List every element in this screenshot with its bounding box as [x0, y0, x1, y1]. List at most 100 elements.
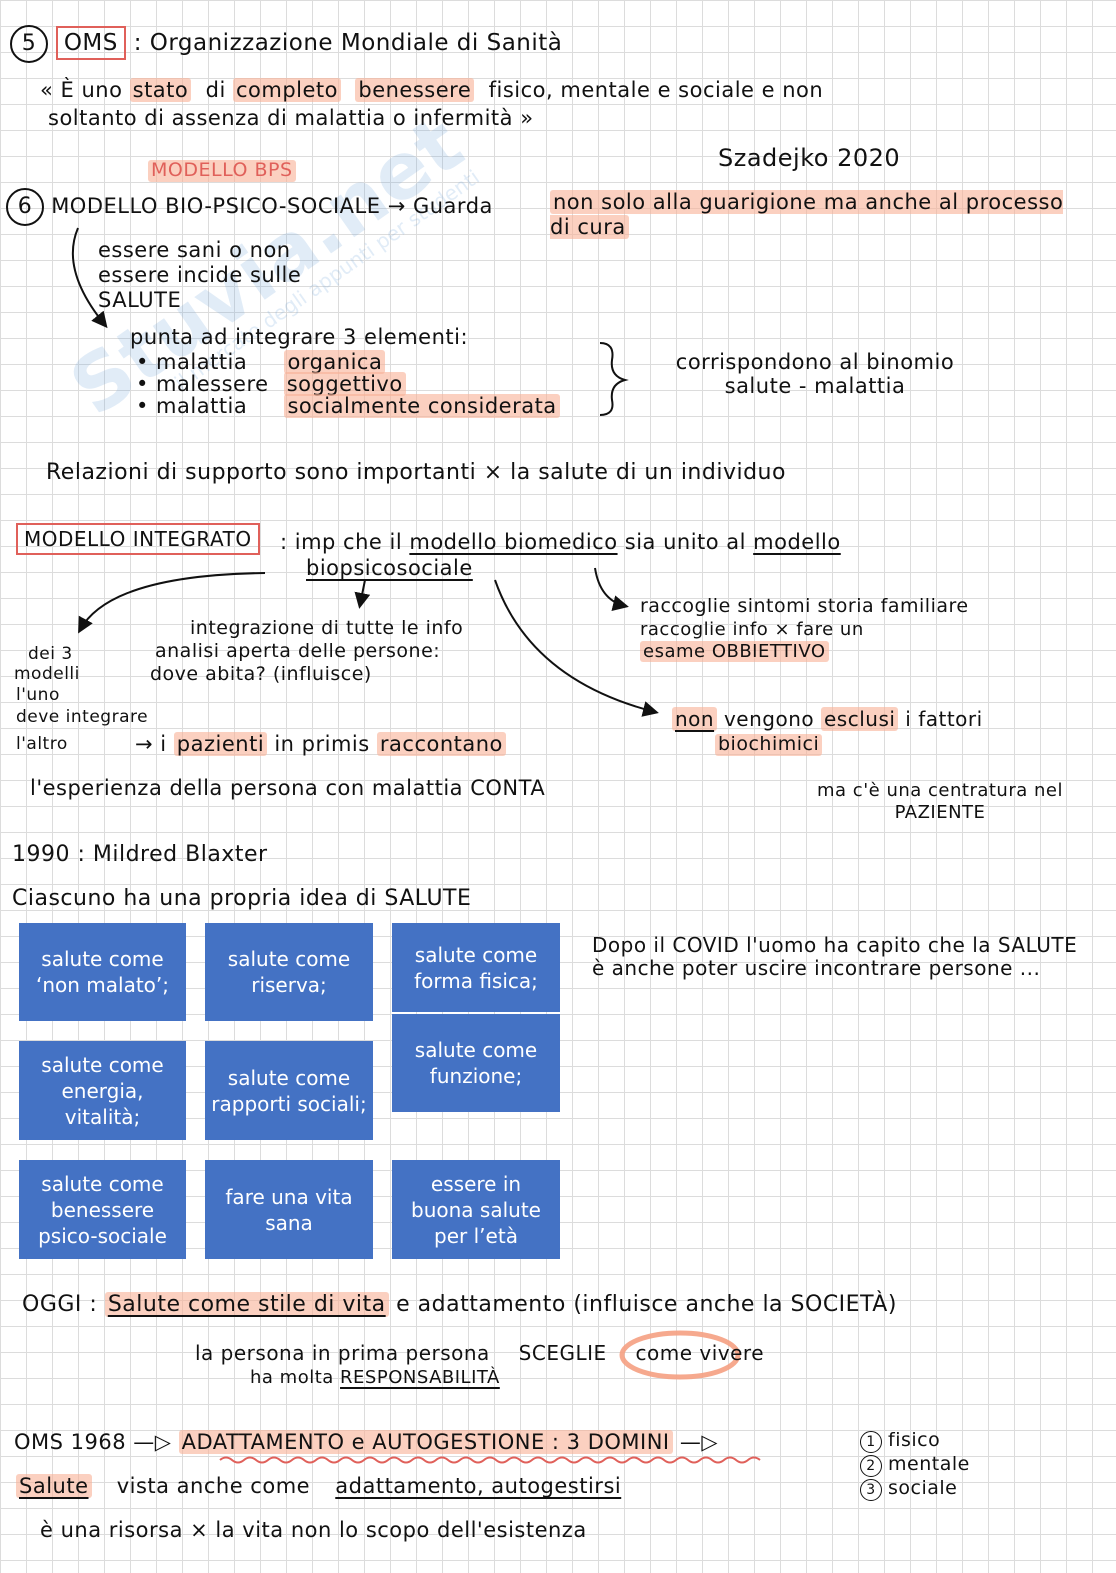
item-label: • malattia [136, 350, 248, 374]
esclusi-highlight: esclusi [820, 707, 899, 731]
quote-highlight: stato [129, 78, 192, 102]
oms1968-highlight: ADATTAMENTO e AUTOGESTIONE : 3 DOMINI [178, 1430, 673, 1454]
arrow-integ-excl [494, 579, 659, 717]
adattamento-underlined: adattamento, autogestirsi [335, 1474, 622, 1498]
bps-highlight-text: non solo alla guarigione ma anche al pro… [550, 190, 1064, 240]
integ-pazienti: → i pazienti in primis raccontano [135, 732, 506, 756]
integ-underlined: modello [753, 530, 841, 554]
oms-quote-line1: « È uno stato di completo benessere fisi… [40, 78, 823, 102]
blaxter-year: 1990 : Mildred Blaxter [12, 842, 268, 867]
integ-biochimici: biochimici [715, 733, 823, 756]
blaxter-tile: salute come benessere psico-sociale [19, 1160, 186, 1259]
bps-heading: 6 MODELLO BIO-PSICO-SOCIALE → Guarda [6, 188, 493, 226]
domain-label: fisico [888, 1429, 941, 1451]
sceglie-ring [619, 1330, 741, 1380]
integ-part: : imp che il [280, 530, 403, 554]
item-highlight: organica [284, 350, 386, 374]
integ-left-3: l'uno [16, 685, 60, 705]
bps-item-3: • malattia socialmente considerata [136, 394, 560, 418]
domain-number: 3 [860, 1479, 882, 1501]
section-number: 6 [6, 188, 44, 226]
integ-mid-3: dove abita? (influisce) [150, 663, 372, 685]
integ-right-3: esame OBBIETTIVO [640, 641, 829, 663]
covid-note: Dopo il COVID l'uomo ha capito che la SA… [592, 933, 1078, 980]
integ-part: i fattori [905, 707, 983, 731]
bps-tag: MODELLO BPS [148, 159, 296, 182]
bps-highlight: non solo alla guarigione ma anche al pro… [550, 190, 1090, 240]
item-highlight: soggettivo [283, 372, 406, 396]
responsabilita-word: RESPONSABILITÀ [340, 1367, 500, 1388]
domain-1: 1 fisico [860, 1429, 941, 1453]
oms1968-salute: Salute vista anche come adattamento, aut… [16, 1474, 621, 1498]
integ-part: sia unito al [624, 530, 746, 554]
quote-part: di [205, 78, 226, 102]
bps-title: MODELLO BIO-PSICO-SOCIALE [51, 194, 381, 218]
arrow-integ-right [594, 567, 629, 611]
integ-experience: l'esperienza della persona con malattia … [30, 776, 546, 800]
integ-mid-1: integrazione di tutte le info [190, 617, 464, 639]
bps-arrow: → Guarda [387, 194, 493, 218]
arrow: —▷ [679, 1430, 718, 1454]
quote-highlight: benessere [355, 78, 475, 102]
oggi-rest: e adattamento (influisce anche la SOCIET… [396, 1292, 897, 1317]
blaxter-tile: salute come energia, vitalità; [19, 1041, 186, 1140]
arrow-integ-left [78, 572, 266, 634]
quote-part: « È uno [40, 78, 123, 102]
domain-label: mentale [888, 1453, 970, 1475]
oggi-part: la persona in prima persona [195, 1341, 490, 1365]
bps-aim: punta ad integrare 3 elementi: [130, 325, 469, 349]
integ-left-1: dei 3 [28, 644, 73, 664]
oggi-label: OGGI : [22, 1292, 98, 1317]
integ-mid-2: analisi aperta delle persone: [155, 640, 441, 662]
oms1968-label: OMS 1968 —▷ [14, 1430, 172, 1454]
arrow-note-to-aim [71, 227, 108, 329]
domain-number: 2 [860, 1455, 882, 1477]
integ-title: MODELLO INTEGRATO [16, 523, 260, 555]
salute-highlight: Salute [16, 1474, 92, 1498]
arrow: → i [135, 732, 167, 756]
sceglie-word: SCEGLIE [518, 1341, 607, 1365]
integ-left-5: l'altro [16, 734, 68, 754]
integ-biopsicosociale: biopsicosociale [306, 556, 473, 580]
oggi-line: OGGI : Salute come stile di vita e adatt… [22, 1292, 897, 1317]
integ-part: vengono [723, 707, 815, 731]
item-label: • malessere [136, 372, 269, 396]
integ-right-1: raccoglie sintomi storia familiare [640, 595, 969, 617]
blaxter-tile: salute come forma fisica; [392, 923, 560, 1012]
bps-binomio: corrispondono al binomio salute - malatt… [675, 350, 955, 399]
integ-heading: MODELLO INTEGRATO [16, 523, 260, 555]
esame-highlight: esame OBBIETTIVO [640, 641, 829, 662]
oms1968-line: OMS 1968 —▷ ADATTAMENTO e AUTOGESTIONE :… [14, 1430, 718, 1454]
quote-highlight: completo [232, 78, 342, 102]
oms-heading: 5 OMS : Organizzazione Mondiale di Sanit… [10, 25, 562, 63]
blaxter-tile: salute come riserva; [205, 923, 373, 1021]
citation: Szadejko 2020 [718, 144, 901, 172]
pazienti-highlight: pazienti [173, 732, 268, 756]
oggi-choice: la persona in prima persona SCEGLIE come… [195, 1342, 764, 1365]
blaxter-tile: fare una vita sana [205, 1160, 373, 1259]
domain-number: 1 [860, 1431, 882, 1453]
integ-part: in primis [274, 732, 370, 756]
raccontano-highlight: raccontano [376, 732, 506, 756]
bps-note: essere sani o non essere incide sulle SA… [98, 238, 302, 313]
blaxter-tile: salute come rapporti sociali; [205, 1041, 373, 1140]
oms-quote-line2: soltanto di assenza di malattia o inferm… [48, 106, 534, 130]
integ-left-2: modelli [14, 664, 80, 684]
blaxter-idea: Ciascuno ha una propria idea di SALUTE [12, 886, 472, 911]
domain-2: 2 mentale [860, 1453, 970, 1477]
integ-excluded: non vengono esclusi i fattori [672, 707, 983, 731]
integ-right-2: raccoglie info × fare un [640, 619, 864, 640]
oggi-responsibility: ha molta RESPONSABILITÀ [250, 1367, 500, 1389]
blaxter-tile: salute come ‘non malato’; [19, 923, 186, 1021]
oggi-part: ha molta [250, 1367, 334, 1388]
oms-title: OMS [55, 26, 126, 60]
blaxter-tile: essere in buona salute per l’età [392, 1160, 560, 1259]
item-highlight: socialmente considerata [284, 394, 560, 418]
relations-note: Relazioni di supporto sono importanti × … [46, 460, 786, 485]
oms1968-part: vista anche come [116, 1474, 311, 1498]
wavy-underline [219, 1456, 761, 1464]
oggi-part: come vivere [635, 1341, 765, 1365]
arrow-integ-mid [354, 579, 371, 609]
